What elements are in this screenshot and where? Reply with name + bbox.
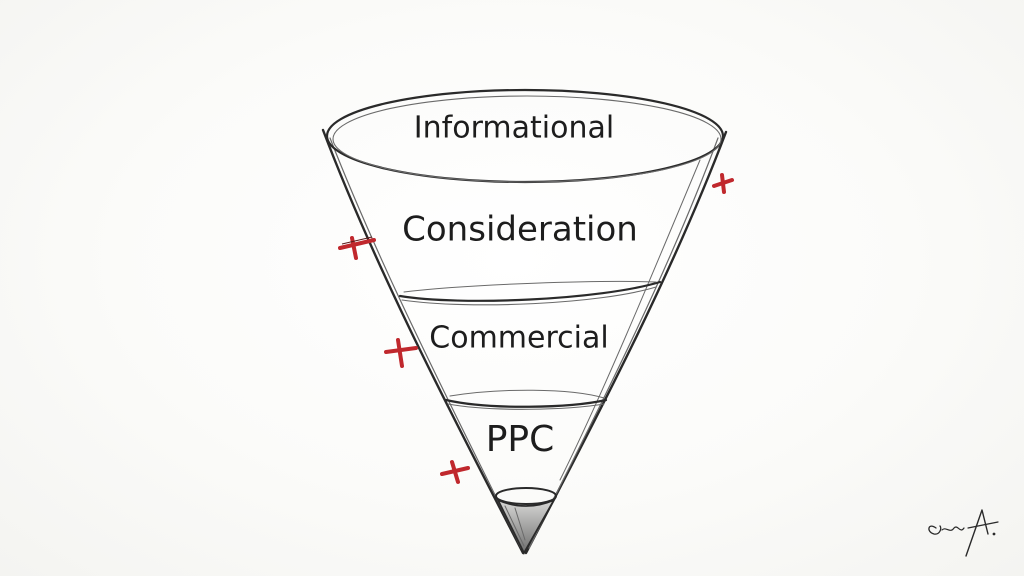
stage-label-ppc: PPC: [486, 419, 555, 460]
funnel-outline: [321, 128, 728, 555]
stage-label-informational: Informational: [414, 111, 614, 146]
red-mark-left-2: [384, 338, 418, 368]
red-mark-right-top: [712, 173, 734, 194]
red-mark-left-3: [440, 460, 470, 484]
funnel-divider-1: [398, 280, 662, 306]
funnel-top-rim: [325, 88, 725, 184]
red-mark-left-1: [338, 236, 376, 260]
funnel-divider-2: [444, 389, 608, 410]
stage-label-consideration: Consideration: [402, 210, 638, 250]
funnel-tip: [495, 487, 557, 555]
signature: [928, 509, 999, 557]
stage-label-commercial: Commercial: [429, 321, 608, 356]
